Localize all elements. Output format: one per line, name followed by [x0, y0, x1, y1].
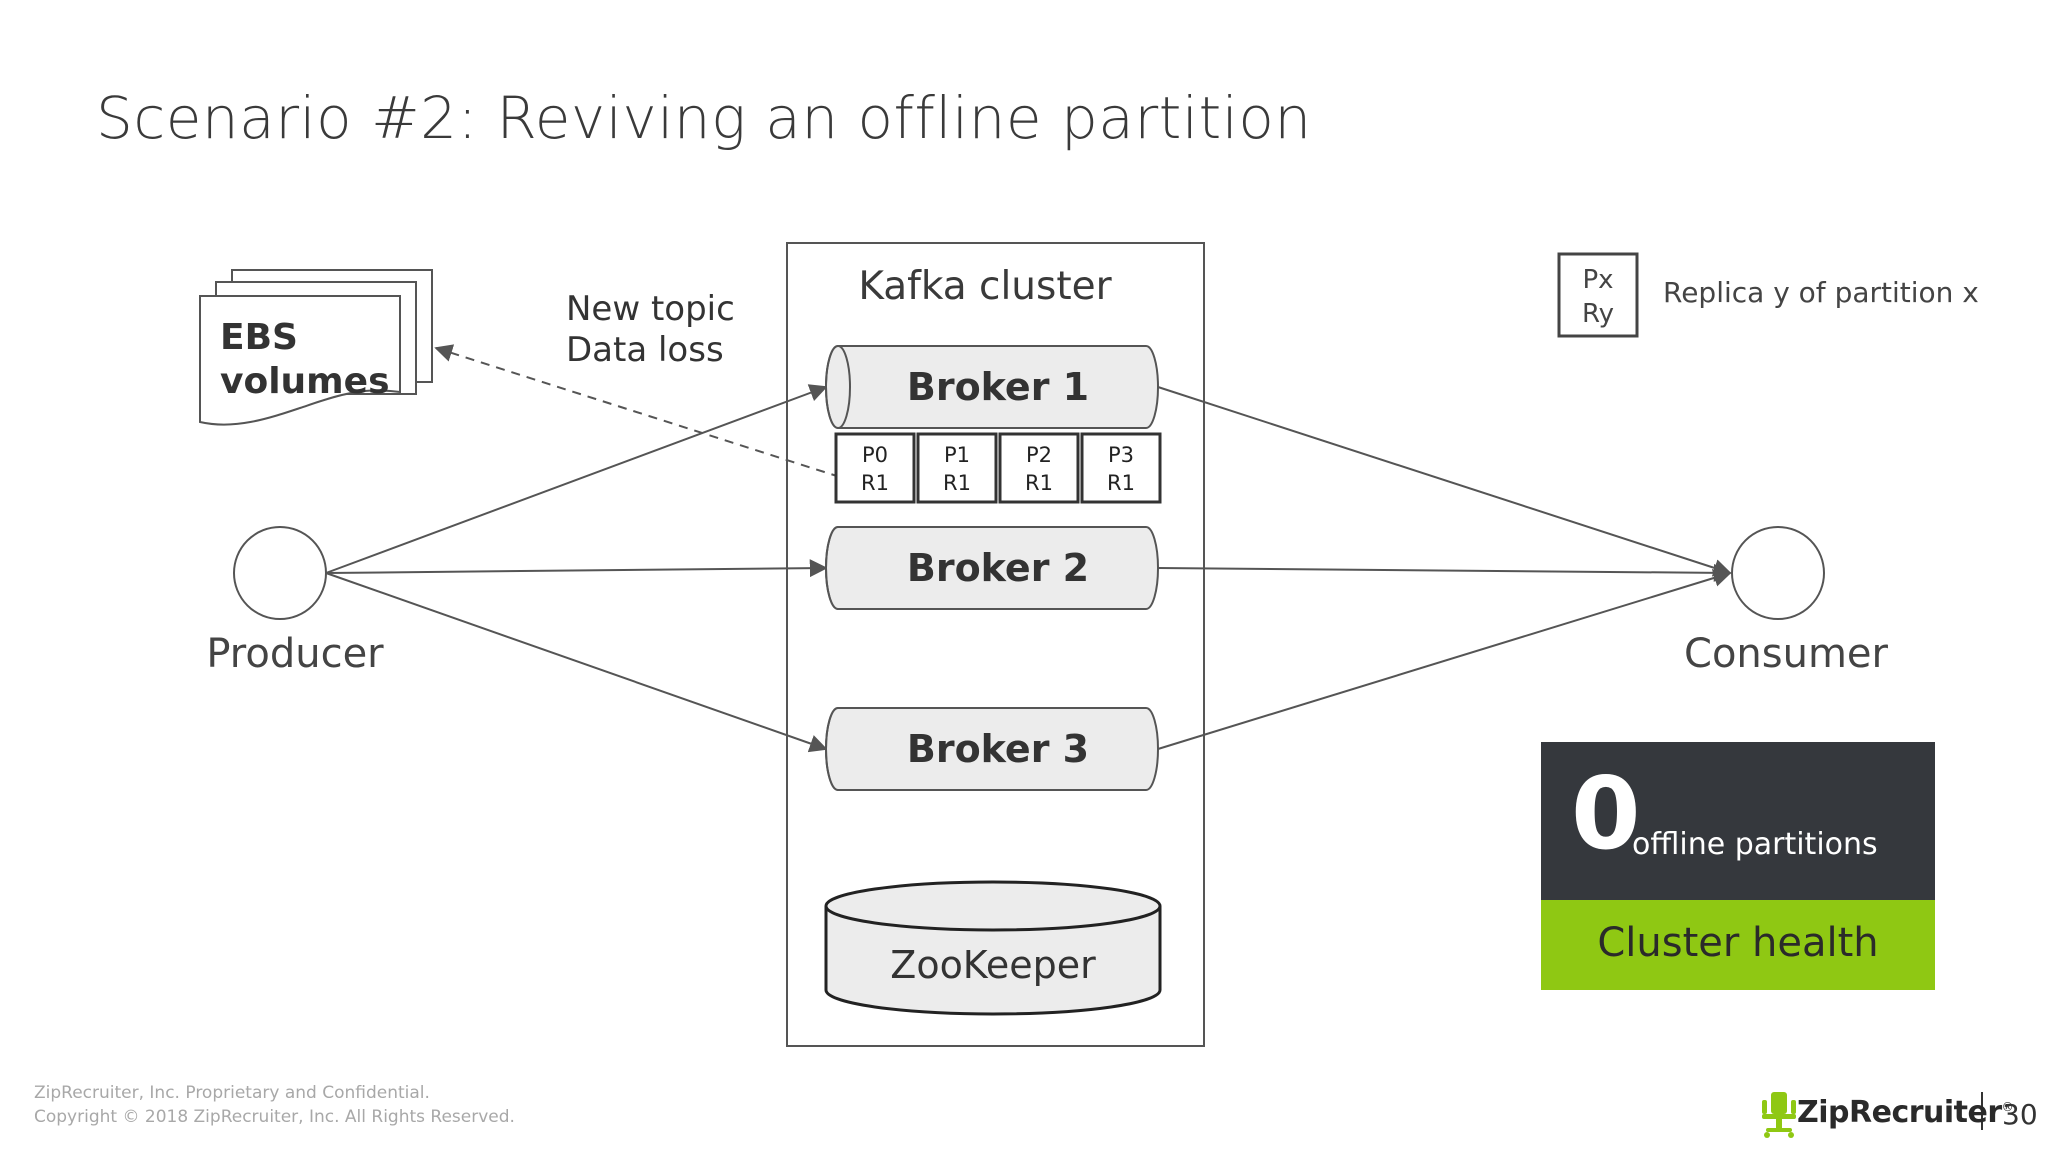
brand-text: ZipRecruiter [1797, 1095, 2002, 1130]
partition-p0 [834, 432, 916, 504]
zookeeper-database-icon [824, 880, 1162, 1016]
producer-label: Producer [206, 631, 384, 677]
consumer-node [1731, 526, 1825, 620]
brand-registered-mark: ® [2001, 1100, 2014, 1114]
cluster-health-card: 0 offline partitions Cluster health [1541, 742, 1935, 990]
chair-logo-icon [1762, 1092, 1796, 1138]
legend-box-line1: Px [1582, 265, 1613, 295]
producer-node [233, 526, 327, 620]
partition-p1 [916, 432, 998, 504]
ebs-volumes-icon [199, 269, 433, 426]
legend-text: Replica y of partition x [1663, 276, 1979, 309]
broker-1 [825, 345, 1159, 429]
broker-2 [825, 526, 1159, 610]
consumer-label: Consumer [1684, 631, 1889, 677]
partition-p2-p: P2 [1026, 443, 1052, 467]
kafka-cluster-label: Kafka cluster [858, 264, 1112, 309]
arrow-broker2-consumer [1157, 563, 1732, 582]
page-number: 30 [2002, 1098, 2038, 1131]
offline-partitions-panel: 0 offline partitions [1541, 742, 1935, 900]
broker-3-label: Broker 3 [907, 727, 1089, 771]
footer-copyright: Copyright © 2018 ZipRecruiter, Inc. All … [34, 1107, 515, 1127]
brand-name: ZipRecruiter® [1797, 1095, 2014, 1130]
arrow-producer-broker1 [325, 384, 828, 574]
dashed-arrow-ebs [434, 344, 841, 478]
partition-p2 [998, 432, 1080, 504]
arrow-broker1-consumer [1157, 386, 1732, 577]
footer-confidential: ZipRecruiter, Inc. Proprietary and Confi… [34, 1083, 430, 1103]
kafka-cluster-box [786, 242, 1205, 1047]
legend-box-line2: Ry [1582, 299, 1614, 329]
arrow-broker3-consumer [1157, 569, 1732, 750]
broker-3 [825, 707, 1159, 791]
new-topic-label: New topic [566, 289, 735, 329]
ebs-label-line1: EBS [220, 317, 298, 358]
partition-p1-r: R1 [943, 471, 971, 495]
arrow-producer-broker3 [325, 572, 828, 753]
offline-partitions-text: offline partitions [1632, 827, 1878, 862]
partition-p3-r: R1 [1107, 471, 1135, 495]
partition-p0-r: R1 [861, 471, 889, 495]
offline-partitions-count: 0 [1571, 755, 1641, 872]
arrow-producer-broker2 [325, 559, 828, 578]
broker-2-label: Broker 2 [907, 546, 1089, 590]
partition-p2-r: R1 [1025, 471, 1053, 495]
slide-title: Scenario #2: Reviving an offline partiti… [96, 84, 1312, 152]
partition-p3-p: P3 [1108, 443, 1134, 467]
data-loss-label: Data loss [566, 330, 724, 370]
partition-p0-p: P0 [862, 443, 888, 467]
partition-p3 [1080, 432, 1162, 504]
zookeeper-label: ZooKeeper [890, 943, 1096, 987]
cluster-health-label: Cluster health [1597, 920, 1879, 966]
legend-box [1557, 252, 1639, 338]
cluster-health-banner: Cluster health [1541, 900, 1935, 990]
ebs-label-line2: volumes [220, 361, 390, 402]
broker-1-label: Broker 1 [907, 365, 1089, 409]
partition-p1-p: P1 [944, 443, 970, 467]
